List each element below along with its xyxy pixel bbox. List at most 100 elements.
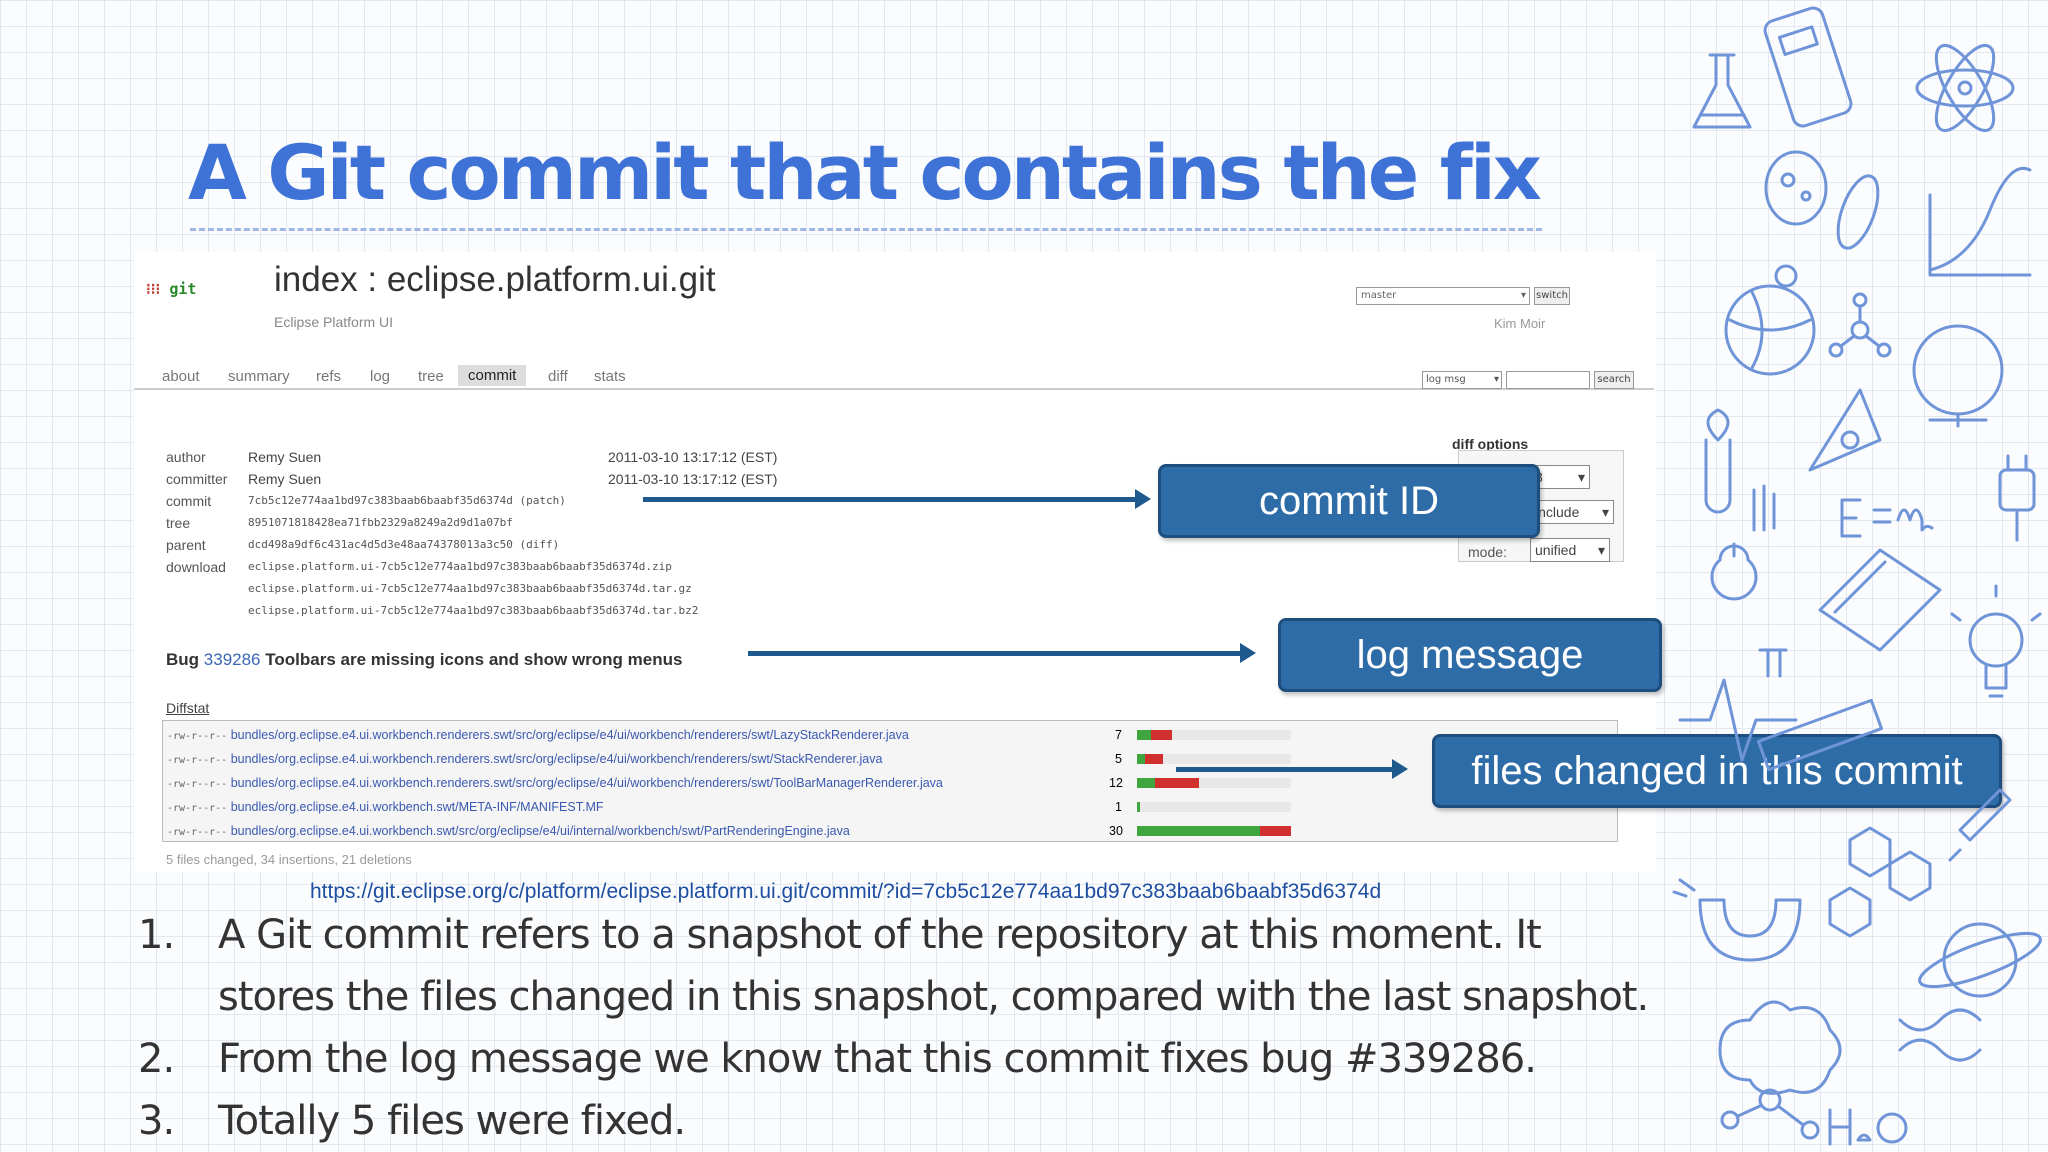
test-tube-icon [1704, 408, 1732, 514]
change-bar [1137, 754, 1291, 764]
insertions-bar [1137, 730, 1151, 740]
committer-label: committer [166, 471, 228, 487]
change-bar [1137, 802, 1291, 812]
book-icon [1818, 548, 1942, 652]
search-scope-select[interactable]: log msg▾ [1422, 371, 1502, 389]
switch-button[interactable]: switch [1534, 287, 1570, 305]
git-logo: ⁝⁝⁝ git [146, 280, 197, 298]
chevron-down-icon: ▾ [1493, 374, 1499, 385]
flask-icon [1692, 53, 1752, 129]
chevron-down-icon: ▾ [1577, 469, 1585, 485]
calculator-icon [1763, 6, 1853, 128]
arrow-head-icon [1135, 489, 1151, 509]
tree-label: tree [166, 515, 191, 531]
deletions-bar [1150, 730, 1173, 740]
search-button[interactable]: search [1594, 371, 1634, 389]
title-divider [190, 228, 1542, 231]
diff-options-title: diff options [1452, 436, 1529, 452]
file-link[interactable]: bundles/org.eclipse.e4.ui.workbench.rend… [230, 752, 883, 766]
change-count: 30 [1109, 824, 1123, 838]
file-row: -rw-r--r-- bundles/org.eclipse.e4.ui.wor… [167, 725, 909, 745]
diffstat-label: Diffstat [166, 700, 210, 716]
mode-label: mode: [1468, 544, 1507, 560]
space-select[interactable]: include▾ [1530, 500, 1614, 524]
insertions-bar [1137, 802, 1141, 812]
list-text: A Git commit refers to a snapshot of the… [218, 912, 1542, 958]
author-value: Remy Suen [248, 449, 322, 465]
list-number: 3. [138, 1098, 175, 1144]
h2o-icon [1828, 1108, 1908, 1146]
globe-stand-icon [1912, 324, 2004, 428]
change-count: 1 [1115, 800, 1122, 814]
change-count: 12 [1109, 776, 1123, 790]
globe-icon [1724, 264, 1816, 376]
tab-commit[interactable]: commit [458, 365, 527, 386]
tree-hash[interactable]: 8951071818428ea71fbb2329a8249a2d9d1a07bf [248, 516, 513, 529]
parent-hash[interactable]: dcd498a9df6c431ac4d5d3e48aa74378013a3c50… [248, 538, 560, 551]
change-bar [1137, 730, 1291, 740]
mode-select[interactable]: unified▾ [1530, 538, 1610, 562]
download-zip[interactable]: eclipse.platform.ui-7cb5c12e774aa1bd97c3… [248, 560, 672, 573]
commit-hash[interactable]: 7cb5c12e774aa1bd97c383baab6baabf35d6374d… [248, 494, 566, 507]
hexagon-icon [1828, 826, 1932, 938]
arrow-files-changed [1176, 759, 1408, 779]
bug-number-link[interactable]: 339286 [203, 650, 261, 669]
bug-prefix: Bug [166, 650, 200, 669]
file-link[interactable]: bundles/org.eclipse.e4.ui.workbench.swt/… [230, 824, 850, 838]
committer-value: Remy Suen [248, 471, 322, 487]
chevron-down-icon: ▾ [1601, 504, 1609, 520]
tab-diff[interactable]: diff [548, 368, 568, 385]
list-number: 2. [138, 1036, 175, 1082]
slide-title: A Git commit that contains the fix [188, 128, 1542, 217]
tab-summary[interactable]: summary [228, 368, 290, 385]
arrow-commit-id [643, 489, 1151, 509]
heartbeat-icon [1678, 678, 1798, 762]
commit-label: commit [166, 493, 212, 509]
file-mode: -rw-r--r-- [167, 731, 228, 742]
download-tar-bz2[interactable]: eclipse.platform.ui-7cb5c12e774aa1bd97c3… [248, 604, 699, 617]
formula-pi-icon [1758, 648, 1788, 678]
commit-message: Bug 339286 Toolbars are missing icons an… [166, 650, 682, 670]
insertions-bar [1137, 826, 1261, 836]
plug-icon [1998, 454, 2036, 542]
molecule-icon [1828, 292, 1892, 358]
repo-title: index : eclipse.platform.ui.git [274, 260, 716, 299]
lightbulb-icon [1950, 584, 2042, 698]
branch-select[interactable]: master▾ [1356, 287, 1530, 305]
tab-stats[interactable]: stats [594, 368, 626, 385]
callout-log-message: log message [1278, 618, 1662, 692]
file-link[interactable]: bundles/org.eclipse.e4.ui.workbench.swt/… [230, 800, 604, 814]
tab-log[interactable]: log [370, 368, 391, 385]
molecule-chain-icon [1720, 1088, 1820, 1140]
tab-about[interactable]: about [162, 368, 200, 385]
bacteria-icon [1764, 150, 1828, 226]
cgit-screenshot: ⁝⁝⁝ git index : eclipse.platform.ui.git … [134, 252, 1656, 872]
arrow-head-icon [1240, 643, 1256, 663]
bug-text: Toolbars are missing icons and show wron… [265, 650, 683, 669]
change-bar [1137, 778, 1291, 788]
formula-icon [1752, 484, 1934, 538]
file-row: -rw-r--r-- bundles/org.eclipse.e4.ui.wor… [167, 773, 943, 793]
tab-tree[interactable]: tree [418, 368, 444, 385]
tab-refs[interactable]: refs [316, 368, 342, 385]
chart-icon [1928, 167, 2032, 277]
deletions-bar [1144, 754, 1164, 764]
chevron-down-icon: ▾ [1597, 542, 1605, 558]
file-row: -rw-r--r-- bundles/org.eclipse.e4.ui.wor… [167, 797, 604, 817]
magnet-icon [1672, 878, 1802, 962]
rocket-icon [1808, 388, 1882, 472]
change-count: 5 [1115, 752, 1122, 766]
syringe-icon [1948, 788, 2012, 862]
ruler-icon [1756, 698, 1884, 772]
file-link[interactable]: bundles/org.eclipse.e4.ui.workbench.rend… [230, 728, 909, 742]
download-tar-gz[interactable]: eclipse.platform.ui-7cb5c12e774aa1bd97c3… [248, 582, 692, 595]
repo-description: Eclipse Platform UI [274, 314, 394, 330]
commit-url[interactable]: https://git.eclipse.org/c/platform/eclip… [310, 880, 1382, 903]
diffstat-table: -rw-r--r-- bundles/org.eclipse.e4.ui.wor… [162, 720, 1618, 842]
file-link[interactable]: bundles/org.eclipse.e4.ui.workbench.rend… [230, 776, 943, 790]
brain-icon [1718, 1000, 1842, 1095]
repo-owner: Kim Moir [1494, 316, 1546, 331]
search-input[interactable] [1506, 371, 1590, 389]
apple-icon [1710, 542, 1758, 601]
list-text: Totally 5 files were fixed. [218, 1098, 686, 1144]
